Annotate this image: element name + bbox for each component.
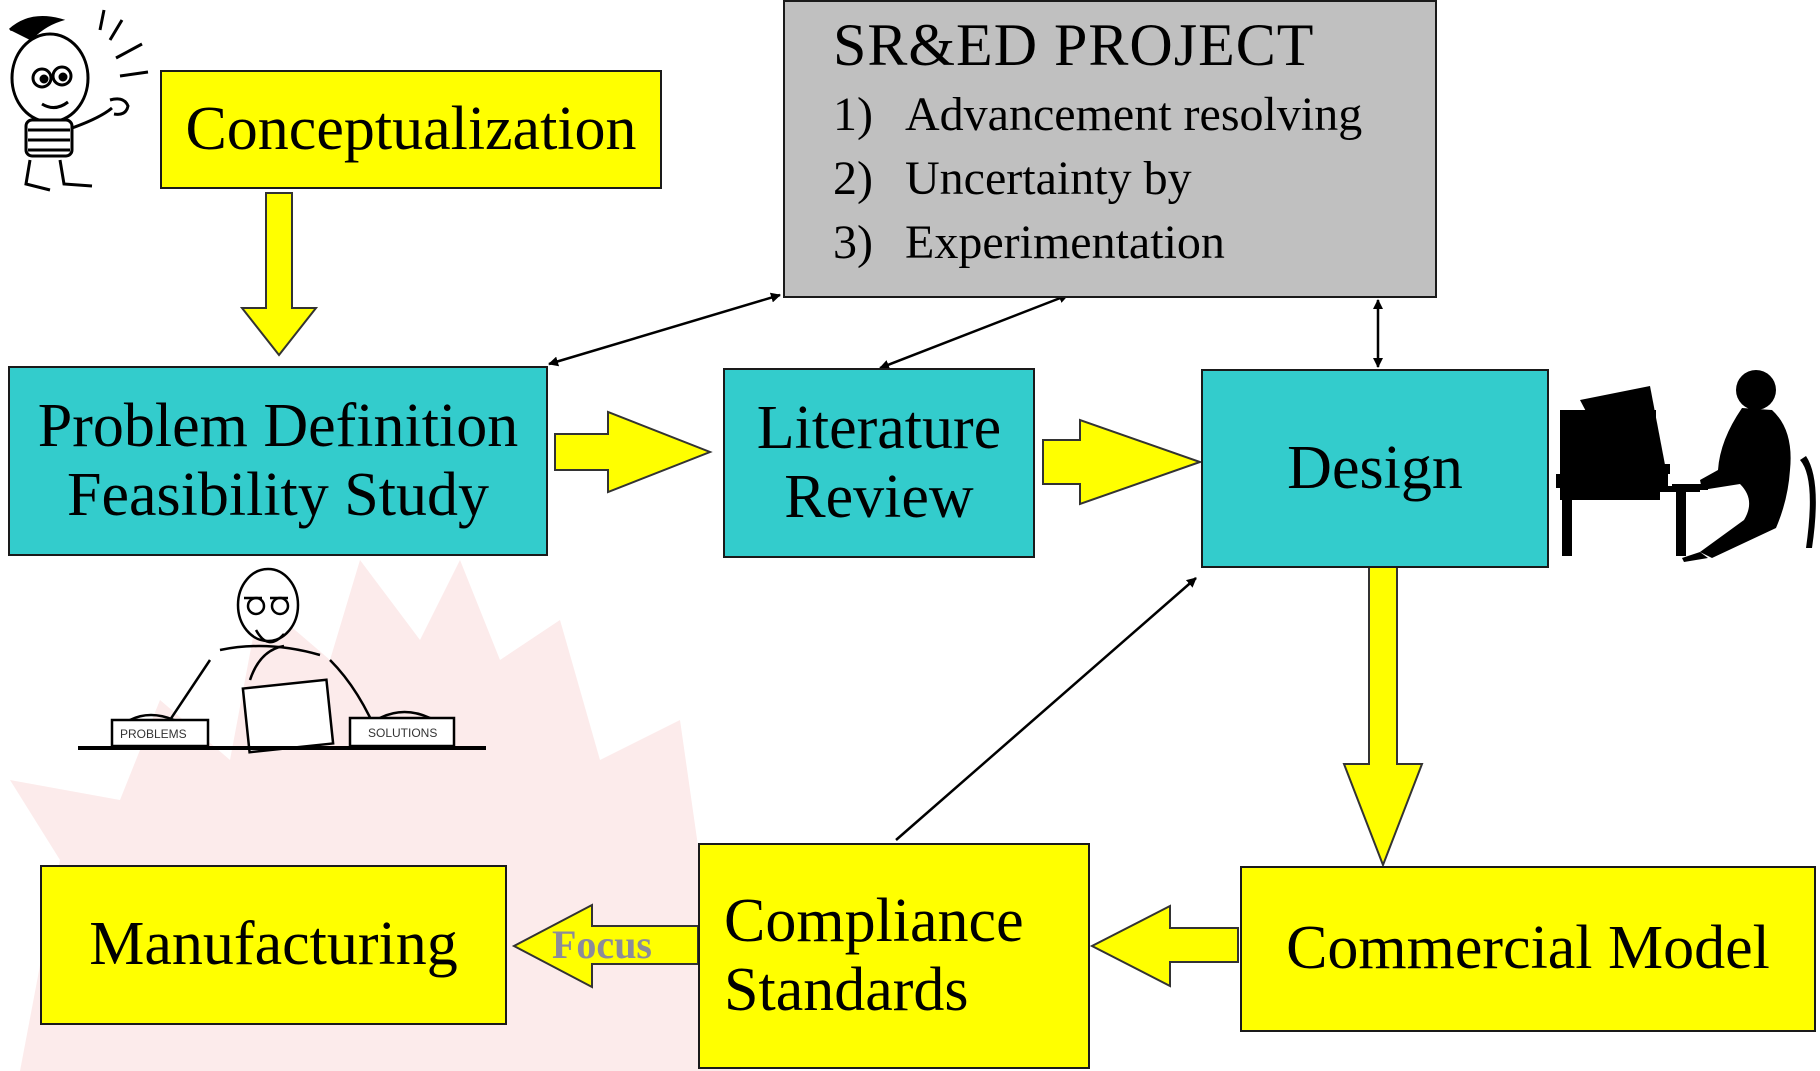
criterion-text: Uncertainty by [905, 152, 1192, 206]
review-label: Review [784, 463, 974, 531]
standards-label: Standards [724, 956, 969, 1024]
lightbulb-mascot-icon [8, 9, 149, 192]
solutions-tray-label: SOLUTIONS [368, 726, 437, 740]
arrow-compliance-to-manufacturing [511, 903, 699, 989]
sred-project-box: SR&ED PROJECT 1) Advancement resolving 2)… [783, 0, 1437, 298]
arrow-concept-to-problem [239, 192, 319, 357]
manufacturing-node: Manufacturing [40, 865, 507, 1025]
focus-arrow-label: Focus [552, 922, 652, 967]
problem-definition-node: Problem Definition Feasibility Study [8, 366, 548, 556]
problems-tray-label: PROBLEMS [120, 727, 187, 741]
criterion-text: Experimentation [905, 216, 1225, 270]
conceptualization-label: Conceptualization [185, 94, 637, 163]
literature-review-node: Literature Review [723, 368, 1035, 558]
criterion-number: 3) [833, 216, 873, 270]
literature-label: Literature [756, 393, 1002, 462]
sred-criterion-2: 2) Uncertainty by [833, 147, 1192, 211]
problem-definition-label: Problem Definition [37, 391, 519, 460]
design-label: Design [1287, 433, 1463, 502]
sred-criterion-3: 3) Experimentation [833, 211, 1225, 275]
sred-project-title: SR&ED PROJECT [833, 12, 1315, 78]
arrow-problem-to-literature [554, 410, 713, 494]
criterion-number: 2) [833, 152, 873, 206]
compliance-label: Compliance [724, 886, 1024, 955]
commercial-model-node: Commercial Model [1240, 866, 1816, 1032]
criterion-text: Advancement resolving [905, 88, 1363, 142]
link-project-problem [548, 292, 781, 367]
computer-user-silhouette-icon [1556, 370, 1816, 562]
manufacturing-label: Manufacturing [89, 910, 458, 979]
arrow-literature-to-design [1042, 418, 1204, 506]
compliance-standards-node: Compliance Standards [698, 843, 1090, 1069]
arrow-design-to-commercial [1342, 565, 1424, 868]
conceptualization-node: Conceptualization [160, 70, 662, 189]
feasibility-study-label: Feasibility Study [67, 461, 489, 529]
link-project-literature [879, 293, 1069, 370]
arrow-commercial-to-compliance [1089, 904, 1239, 988]
design-node: Design [1201, 369, 1549, 568]
link-compliance-design [895, 577, 1197, 841]
commercial-model-label: Commercial Model [1286, 914, 1770, 983]
criterion-number: 1) [833, 88, 873, 142]
thinking-man-illustration-icon [78, 567, 486, 754]
sred-criterion-1: 1) Advancement resolving [833, 83, 1362, 147]
